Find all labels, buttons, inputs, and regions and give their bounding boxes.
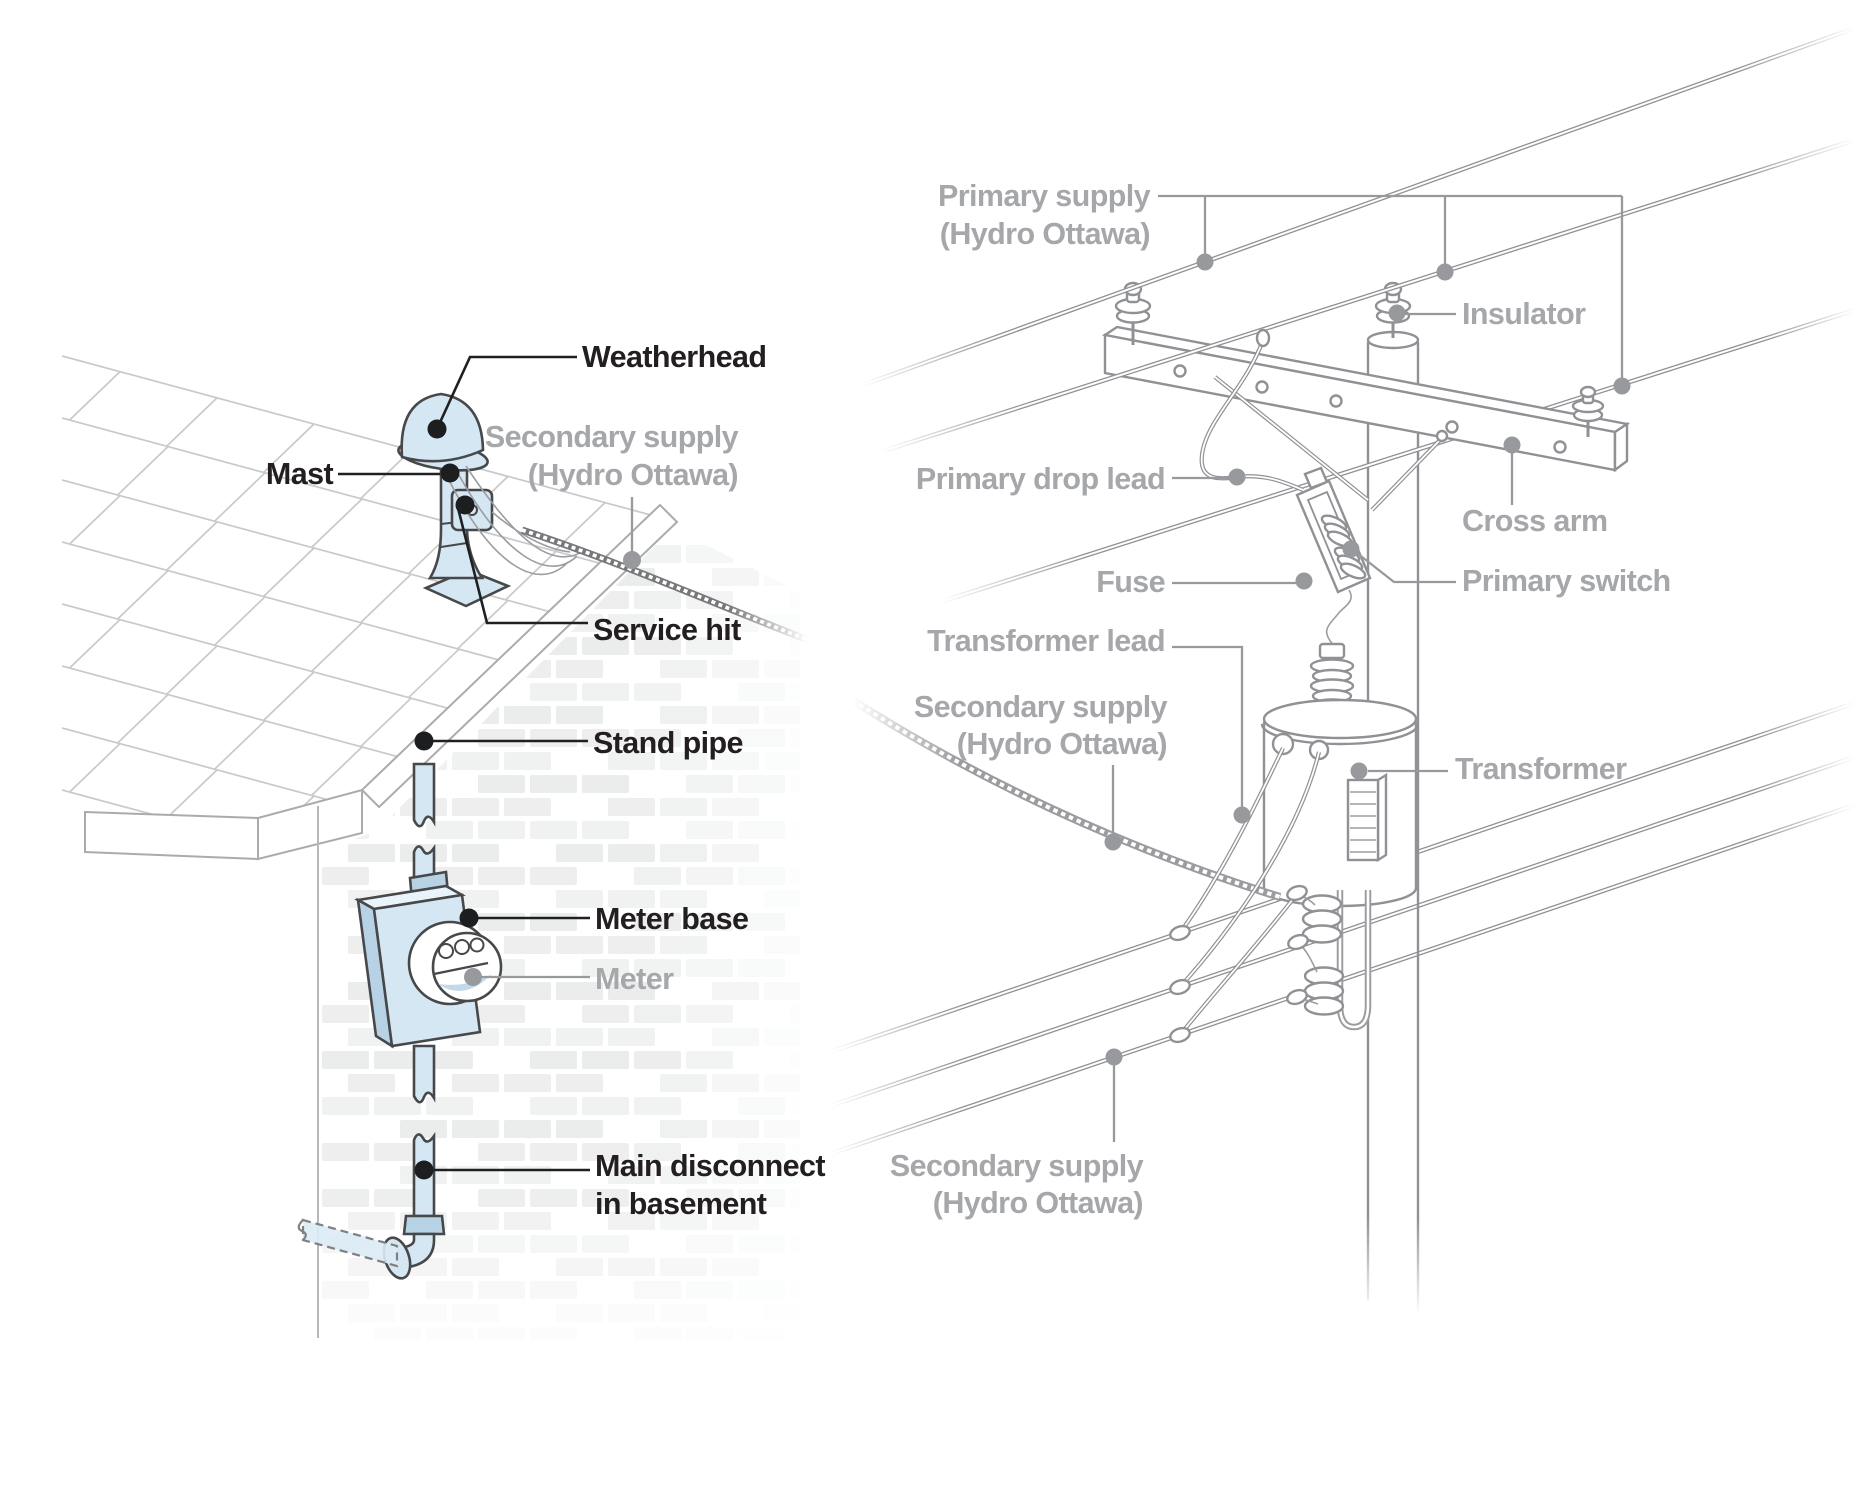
splice-connector <box>1169 924 1191 942</box>
transformer-jumpers <box>1169 747 1322 1044</box>
cross-arm-label: Cross arm <box>1462 504 1607 538</box>
meter-base-label: Meter base <box>595 902 748 936</box>
transformer-lid <box>1262 698 1418 740</box>
utility-pole-diagram: Primary supply (Hydro Ottawa) Insulator … <box>829 25 1856 1313</box>
primary-supply-dot-3 <box>1613 377 1631 395</box>
primary-supply-label-line1: Primary supply <box>938 179 1151 213</box>
splice-connector <box>1286 884 1308 902</box>
meter-base-dot <box>459 908 479 928</box>
cooling-fins <box>1346 772 1388 863</box>
secondary-supply-mid-label-line2: (Hydro Ottawa) <box>957 727 1167 761</box>
mast-dot <box>440 463 460 483</box>
transformer <box>1260 642 1420 908</box>
secondary-supply-label-line1: Secondary supply <box>485 420 739 454</box>
transformer-lead-label: Transformer lead <box>927 624 1165 658</box>
secondary-supply-mid-label-line1: Secondary supply <box>914 690 1168 724</box>
splice-connector <box>1169 978 1191 996</box>
meter-label: Meter <box>595 962 674 996</box>
drop-lead-connector <box>1255 328 1271 348</box>
service-hit-leader <box>456 507 588 625</box>
primary-switch-dot <box>1342 540 1360 558</box>
meter-shade <box>438 974 492 992</box>
cross-arm-dot <box>1503 436 1521 454</box>
eave-fascia-return <box>257 788 363 861</box>
left-leader-lines <box>338 355 641 1180</box>
primary-switch-label: Primary switch <box>1462 564 1671 598</box>
primary-supply-wires <box>859 25 1856 455</box>
main-disconnect-label-line1: Main disconnect <box>595 1149 825 1183</box>
insulator-dot <box>1388 304 1406 322</box>
primary-drop-lead-dot <box>1228 468 1246 486</box>
secondary-supply-dot <box>623 551 641 569</box>
transformer-dot <box>1350 762 1368 780</box>
right-labels: Primary supply (Hydro Ottawa) Insulator … <box>890 179 1671 1220</box>
weatherhead-leader <box>435 355 577 430</box>
transformer-label: Transformer <box>1455 752 1627 786</box>
meter-dot <box>464 968 482 986</box>
fuse-cutout <box>1295 466 1372 653</box>
side-bushing-1 <box>1271 732 1295 756</box>
secondary-supply-bottom-label-line2: (Hydro Ottawa) <box>933 1186 1143 1220</box>
splice-connector <box>1169 1026 1191 1044</box>
secondary-coils <box>1301 894 1345 1016</box>
primary-supply-dot-1 <box>1196 253 1214 271</box>
primary-supply-dot-2 <box>1436 263 1454 281</box>
right-leader-lines <box>1104 194 1631 1142</box>
pipe-below-meter <box>412 1044 436 1104</box>
insulator-right <box>1571 385 1605 437</box>
pipe-coupling-bottom <box>402 1214 446 1236</box>
rake-board <box>360 503 679 809</box>
secondary-supply-bottom-label-line1: Secondary supply <box>890 1149 1144 1183</box>
stand-pipe-label: Stand pipe <box>593 726 743 760</box>
basement-entry <box>297 1214 446 1280</box>
primary-drop-lead-label: Primary drop lead <box>916 462 1165 496</box>
roof-edge-boards <box>84 503 679 861</box>
fuse-dot <box>1295 572 1313 590</box>
transformer-lead-leader <box>1172 645 1244 807</box>
primary-supply-label-line2: (Hydro Ottawa) <box>940 217 1150 251</box>
stand-pipe <box>412 762 436 1218</box>
service-hit-label: Service hit <box>593 613 741 647</box>
splice-connector <box>1286 988 1308 1006</box>
weatherhead-dot <box>427 419 447 439</box>
conduit-hanger <box>1336 890 1372 1031</box>
eave-fascia <box>84 810 259 861</box>
cross-arm <box>1101 325 1631 512</box>
primary-drop-lead <box>1199 328 1304 492</box>
fuse-label: Fuse <box>1096 565 1165 599</box>
secondary-supply-label-line2: (Hydro Ottawa) <box>528 458 738 492</box>
main-disconnect-dot <box>414 1160 434 1180</box>
house-service-diagram: Weatherhead Mast Secondary supply (Hydro… <box>62 340 826 1340</box>
weatherhead-label: Weatherhead <box>582 340 766 374</box>
splice-connector <box>1287 933 1309 951</box>
secondary-supply-bottom-dot <box>1105 1048 1123 1066</box>
service-hit-dot <box>455 495 475 515</box>
stand-pipe-dot <box>414 731 434 751</box>
fuse-to-transformer-wire <box>1325 589 1352 653</box>
bushing-cap <box>1318 642 1346 660</box>
meter-needle <box>433 961 489 976</box>
insulator-label: Insulator <box>1462 297 1586 331</box>
secondary-supply-mid-dot <box>1104 833 1122 851</box>
primary-supply-leader <box>1158 194 1624 378</box>
primary-switch-leader <box>1356 552 1456 584</box>
cross-arm-end <box>1613 421 1629 473</box>
left-labels: Weatherhead Mast Secondary supply (Hydro… <box>266 340 826 1221</box>
transformer-lead-dot <box>1233 806 1251 824</box>
insulator-left <box>1114 281 1152 345</box>
pipe-through-wall <box>301 1218 399 1268</box>
mast-label: Mast <box>266 457 334 491</box>
main-disconnect-label-line2: in basement <box>595 1187 767 1221</box>
